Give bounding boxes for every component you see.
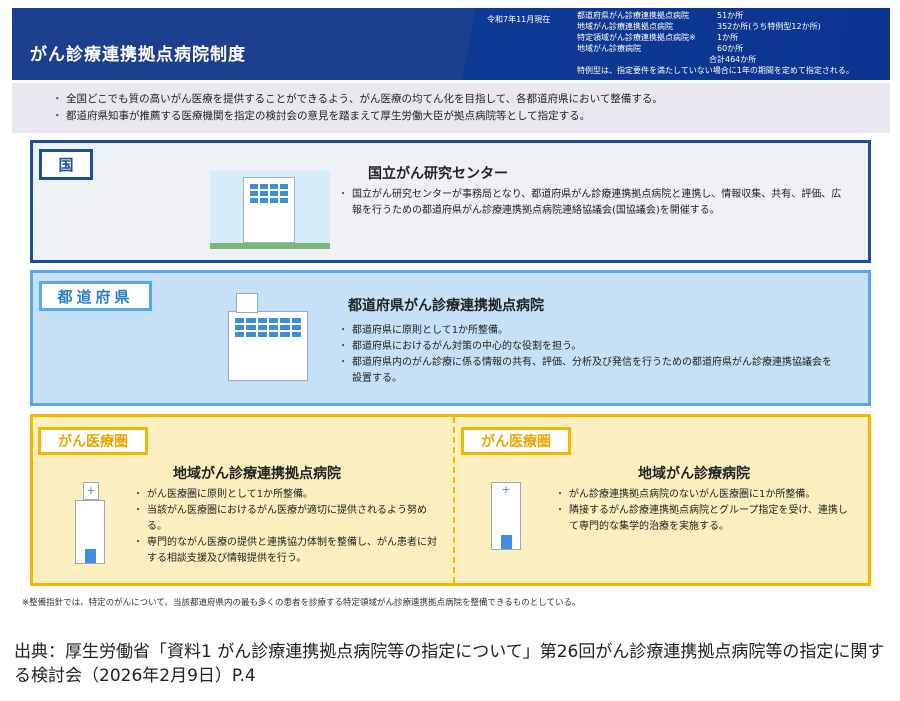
stat-label: 都道府県がん診療連携拠点病院: [577, 11, 689, 20]
intro-item: 全国どこでも質の高いがん医療を提供することができるよう、がん医療の均てん化を目指…: [52, 91, 890, 108]
region-list: がん医療圏に原則として1か所整備。 当該がん医療圏におけるがん医療が適切に提供さ…: [133, 487, 443, 567]
stat-total: 合計464か所: [709, 55, 757, 64]
national-section: 国 国立がん研究センター 国立がん研究センターが事務局となり、都道府県がん診療連…: [30, 140, 871, 263]
stat-row: 地域がん診療病院 60か所: [577, 43, 854, 54]
list-item: 隣接するがん診療連携拠点病院とグループ指定を受け、連携して専門的な集学的治療を実…: [555, 503, 855, 535]
footnote: ※整備指針では、特定のがんについて、当該都道府県内の最も多くの患者を診療する特定…: [22, 598, 581, 608]
stat-label: 地域がん診療連携拠点病院: [577, 22, 673, 31]
as-of-date: 令和7年11月現在: [487, 15, 551, 24]
list-item: 都道府県に原則として1か所整備。: [338, 323, 838, 339]
region-tag: がん医療圏: [38, 427, 148, 455]
region-title: 地域がん診療病院: [638, 466, 750, 482]
list-item: 専門的ながん医療の提供と連携協力体制を整備し、がん患者に対する相談支援及び情報提…: [133, 535, 443, 567]
stat-value: 1か所: [717, 33, 739, 42]
intro-item: 都道府県知事が推薦する医療機関を指定の検討会の意見を踏まえて厚生労働大臣が拠点病…: [52, 108, 890, 125]
list-item: 当該がん医療圏におけるがん医療が適切に提供されるよう努める。: [133, 503, 443, 535]
stat-row: 特定領域がん診療連携拠点病院※ 1か所: [577, 32, 854, 43]
prefecture-list: 都道府県に原則として1か所整備。 都道府県におけるがん対策の中心的な役割を担う。…: [338, 323, 838, 387]
intro-band: 全国どこでも質の高いがん医療を提供することができるよう、がん医療の均てん化を目指…: [12, 83, 890, 133]
prefecture-tag: 都道府県: [39, 281, 152, 311]
prefecture-title: 都道府県がん診療連携拠点病院: [348, 298, 544, 314]
list-item: 都道府県におけるがん対策の中心的な役割を担う。: [338, 339, 838, 355]
hospital-building-icon: [228, 293, 308, 385]
list-item: がん医療圏に原則として1か所整備。: [133, 487, 443, 503]
stat-label: 地域がん診療病院: [577, 44, 641, 53]
source-citation: 出典：厚生労働省「資料1 がん診療連携拠点病院等の指定について」第26回がん診療…: [14, 642, 885, 686]
list-item: 都道府県内のがん診療に係る情報の共有、評価、分析及び発信を行うための都道府県がん…: [338, 355, 838, 387]
hospital-building-icon: +: [75, 482, 105, 564]
stat-value: 352か所(うち特例型12か所): [717, 22, 821, 31]
list-item: がん診療連携拠点病院のないがん医療圏に1か所整備。: [555, 487, 855, 503]
region-section: がん医療圏 地域がん診療連携拠点病院 + がん医療圏に原則として1か所整備。 当…: [30, 414, 871, 586]
hospital-building-icon: +: [491, 482, 521, 550]
prefecture-section: 都道府県 都道府県がん診療連携拠点病院 都道府県に原則として1か所整備。 都道府…: [30, 270, 871, 406]
stat-value: 60か所: [717, 44, 744, 53]
national-list: 国立がん研究センターが事務局となり、都道府県がん診療連携拠点病院と連携し、情報収…: [338, 187, 848, 219]
divider: [453, 417, 455, 583]
stat-note: 特例型は、指定要件を満たしていない場合に1年の期間を定めて指定される。: [577, 66, 854, 75]
page-title: がん診療連携拠点病院制度: [30, 45, 246, 65]
stat-row: 都道府県がん診療連携拠点病院 51か所: [577, 10, 854, 21]
hospital-building-icon: [210, 171, 330, 249]
stats-list: 都道府県がん診療連携拠点病院 51か所 地域がん診療連携拠点病院 352か所(うち特…: [577, 10, 854, 76]
national-tag: 国: [39, 149, 93, 180]
stat-label: 特定領域がん診療連携拠点病院※: [577, 33, 696, 42]
stat-value: 51か所: [717, 11, 744, 20]
region-tag: がん医療圏: [461, 427, 571, 455]
region-list: がん診療連携拠点病院のないがん医療圏に1か所整備。 隣接するがん診療連携拠点病院…: [555, 487, 855, 535]
header-banner: [12, 8, 890, 80]
national-title: 国立がん研究センター: [368, 166, 508, 182]
region-title: 地域がん診療連携拠点病院: [173, 466, 341, 482]
stat-row: 地域がん診療連携拠点病院 352か所(うち特例型12か所): [577, 21, 854, 32]
list-item: 国立がん研究センターが事務局となり、都道府県がん診療連携拠点病院と連携し、情報収…: [338, 187, 848, 219]
